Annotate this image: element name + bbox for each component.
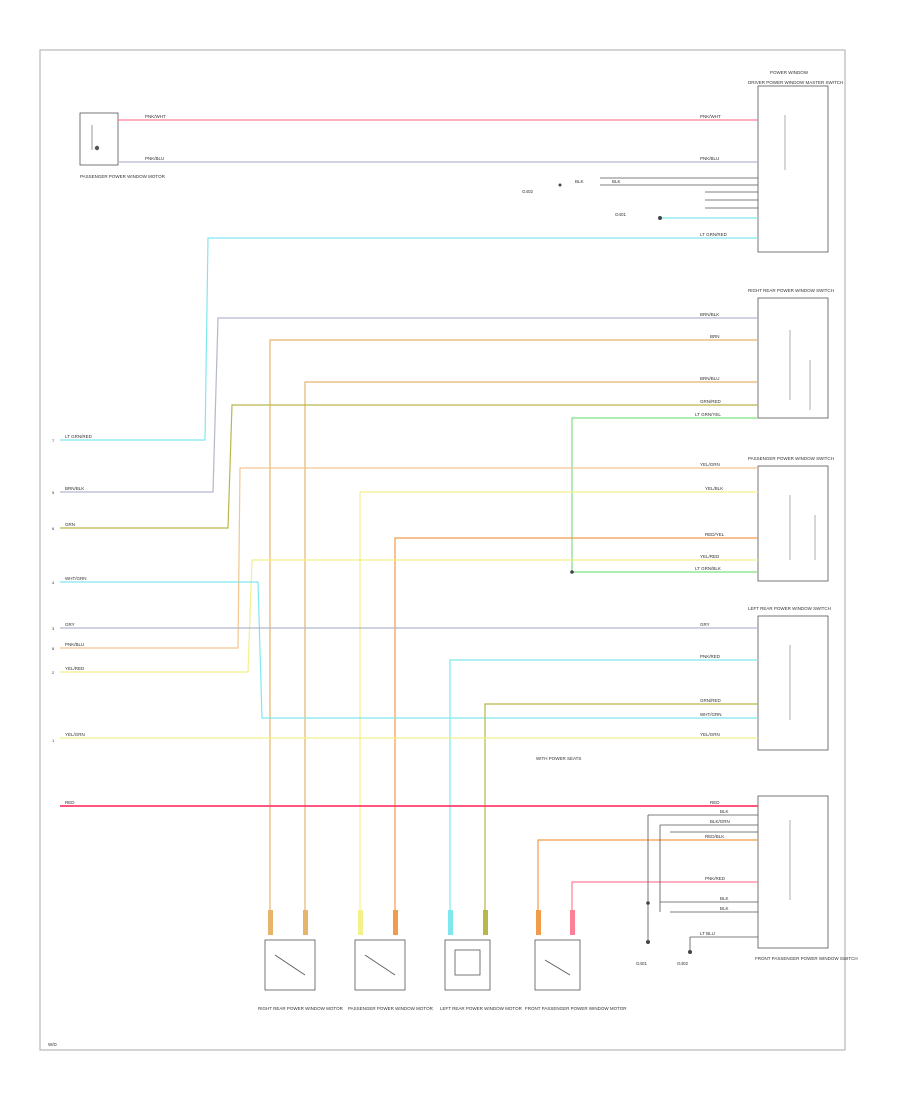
wire-tan-v1 bbox=[269, 339, 758, 910]
label-olive-v-r: GRN/RED bbox=[700, 698, 722, 703]
label-gray-right: PNK/BLU bbox=[700, 156, 719, 161]
ground-top2-caption: G402 bbox=[522, 189, 534, 194]
pin-6: 8 bbox=[52, 646, 55, 651]
wire-yellow bbox=[359, 491, 758, 910]
pin-3: 6 bbox=[52, 526, 55, 531]
center-note: WITH POWER SEATS bbox=[536, 756, 581, 761]
motor4-caption: FRONT PASSENGER POWER WINDOW MOTOR bbox=[525, 1006, 627, 1011]
label-tan2-r: BRN/BLU bbox=[700, 376, 720, 381]
bottom-motors bbox=[264, 939, 581, 991]
pin-1: 7 bbox=[52, 438, 55, 443]
left-connector-pins: 7 5 6 4 3 8 2 1 bbox=[52, 438, 55, 743]
pin-8: 1 bbox=[52, 738, 55, 743]
label-olive-l: GRN bbox=[65, 522, 75, 527]
ground-symbols bbox=[646, 216, 692, 954]
right-box1-header: DRIVER POWER WINDOW MASTER SWITCH bbox=[748, 80, 843, 85]
ground-bottom-caption: G401 bbox=[636, 961, 648, 966]
label-pink-left: PNK/WHT bbox=[145, 114, 166, 119]
label-blk-top2: BLK bbox=[612, 179, 621, 184]
pin-4: 4 bbox=[52, 580, 55, 585]
footer-code: W/D bbox=[48, 1042, 57, 1047]
right-component-boxes bbox=[757, 85, 829, 949]
motor2-caption: PASSENGER POWER WINDOW MOTOR bbox=[348, 1006, 434, 1011]
wire-yellow2 bbox=[60, 559, 758, 673]
wire-cyan-mid bbox=[60, 581, 758, 719]
label-red-l: RED bbox=[65, 800, 75, 805]
right-box3-header: PASSENGER POWER WINDOW SWITCH bbox=[748, 456, 834, 461]
motor-connector-tabs bbox=[268, 910, 575, 935]
label-gray-left: PNK/BLU bbox=[145, 156, 164, 161]
label-orange-r: RED/YEL bbox=[705, 532, 725, 537]
label-blk-top1: BLK bbox=[575, 179, 584, 184]
label-grn2-r: LT GRN/BLK bbox=[695, 566, 721, 571]
wire-tan-v2 bbox=[304, 381, 758, 910]
wire-gray-left bbox=[60, 317, 758, 493]
label-blk-b4: BLK bbox=[720, 896, 729, 901]
label-gray-r2: BRN/BLK bbox=[700, 312, 719, 317]
wire-cyan-v bbox=[449, 659, 758, 910]
label-yel2-r: YEL/RED bbox=[700, 554, 720, 559]
label-cyan-mid-r: WHT/GRN bbox=[700, 712, 722, 717]
pin-5: 3 bbox=[52, 626, 55, 631]
label-pink-right: PNK/WHT bbox=[700, 114, 721, 119]
wire-pink-b bbox=[571, 881, 758, 910]
label-blk-b5: BLK bbox=[720, 906, 729, 911]
wire-labels: PNK/WHT PNK/WHT PNK/BLU PNK/BLU LT GRN/R… bbox=[65, 114, 730, 936]
ground-top-caption: G401 bbox=[615, 212, 627, 217]
wires bbox=[60, 119, 758, 950]
motor1-caption: RIGHT REAR POWER WINDOW MOTOR bbox=[258, 1006, 344, 1011]
pin-7: 2 bbox=[52, 670, 55, 675]
label-cyan-right: LT GRN/RED bbox=[700, 232, 728, 237]
label-olive-r: GRN/RED bbox=[700, 399, 722, 404]
label-yel-r: YEL/BLK bbox=[705, 486, 723, 491]
label-green-r: LT GRN/YEL bbox=[695, 412, 721, 417]
splice-points bbox=[558, 183, 650, 905]
label-pink-b-r: PNK/RED bbox=[705, 876, 726, 881]
label-blk-r1: BLK bbox=[720, 809, 729, 814]
switch-contacts bbox=[784, 115, 816, 900]
label-lo-l: PNK/BLU bbox=[65, 642, 84, 647]
motor3-caption: LEFT REAR POWER WINDOW MOTOR bbox=[440, 1006, 523, 1011]
wire-orange-b bbox=[537, 839, 758, 910]
right-box5-caption: FRONT PASSENGER POWER WINDOW SWITCH bbox=[755, 956, 858, 961]
diagram-frame bbox=[39, 49, 846, 1051]
label-yel2-l: YEL/RED bbox=[65, 666, 85, 671]
wire-olive-v bbox=[484, 703, 758, 910]
label-gray-mid-l: GRY bbox=[65, 622, 75, 627]
label-gray-mid-r: GRY bbox=[700, 622, 710, 627]
label-tan-r: BRN bbox=[710, 334, 720, 339]
top-left-component: PASSENGER POWER WINDOW MOTOR bbox=[79, 112, 166, 179]
wire-olive bbox=[60, 404, 758, 529]
label-lo-r: YEL/GRN bbox=[700, 462, 720, 467]
right-box4-header: LEFT REAR POWER WINDOW SWITCH bbox=[748, 606, 831, 611]
label-yellow-long-l: YEL/GRN bbox=[65, 732, 85, 737]
right-box2-header: RIGHT REAR POWER WINDOW SWITCH bbox=[748, 288, 834, 293]
label-orange-b-r: RED/BLK bbox=[705, 834, 724, 839]
label-red-r: RED bbox=[710, 800, 720, 805]
wire-green-sw bbox=[571, 417, 758, 572]
label-blk-r2: BLK/GRN bbox=[710, 819, 730, 824]
wire-lightorange bbox=[60, 467, 758, 649]
wire-orange bbox=[394, 537, 758, 910]
label-cyan-v-r: PNK/RED bbox=[700, 654, 721, 659]
label-cyan-mid-l: WHT/GRN bbox=[65, 576, 87, 581]
right-box1-sub: POWER WINDOW bbox=[770, 70, 809, 75]
label-ltblu: LT BLU bbox=[700, 931, 715, 936]
ground-bottom2-caption: G402 bbox=[677, 961, 689, 966]
pin-2: 5 bbox=[52, 490, 55, 495]
label-gray-l2: BRN/BLK bbox=[65, 486, 84, 491]
label-cyan-left: LT GRN/RED bbox=[65, 434, 93, 439]
wire-cyan-long bbox=[60, 237, 758, 441]
top-left-caption: PASSENGER POWER WINDOW MOTOR bbox=[80, 174, 166, 179]
label-yellow-long-r: YEL/GRN bbox=[700, 732, 720, 737]
